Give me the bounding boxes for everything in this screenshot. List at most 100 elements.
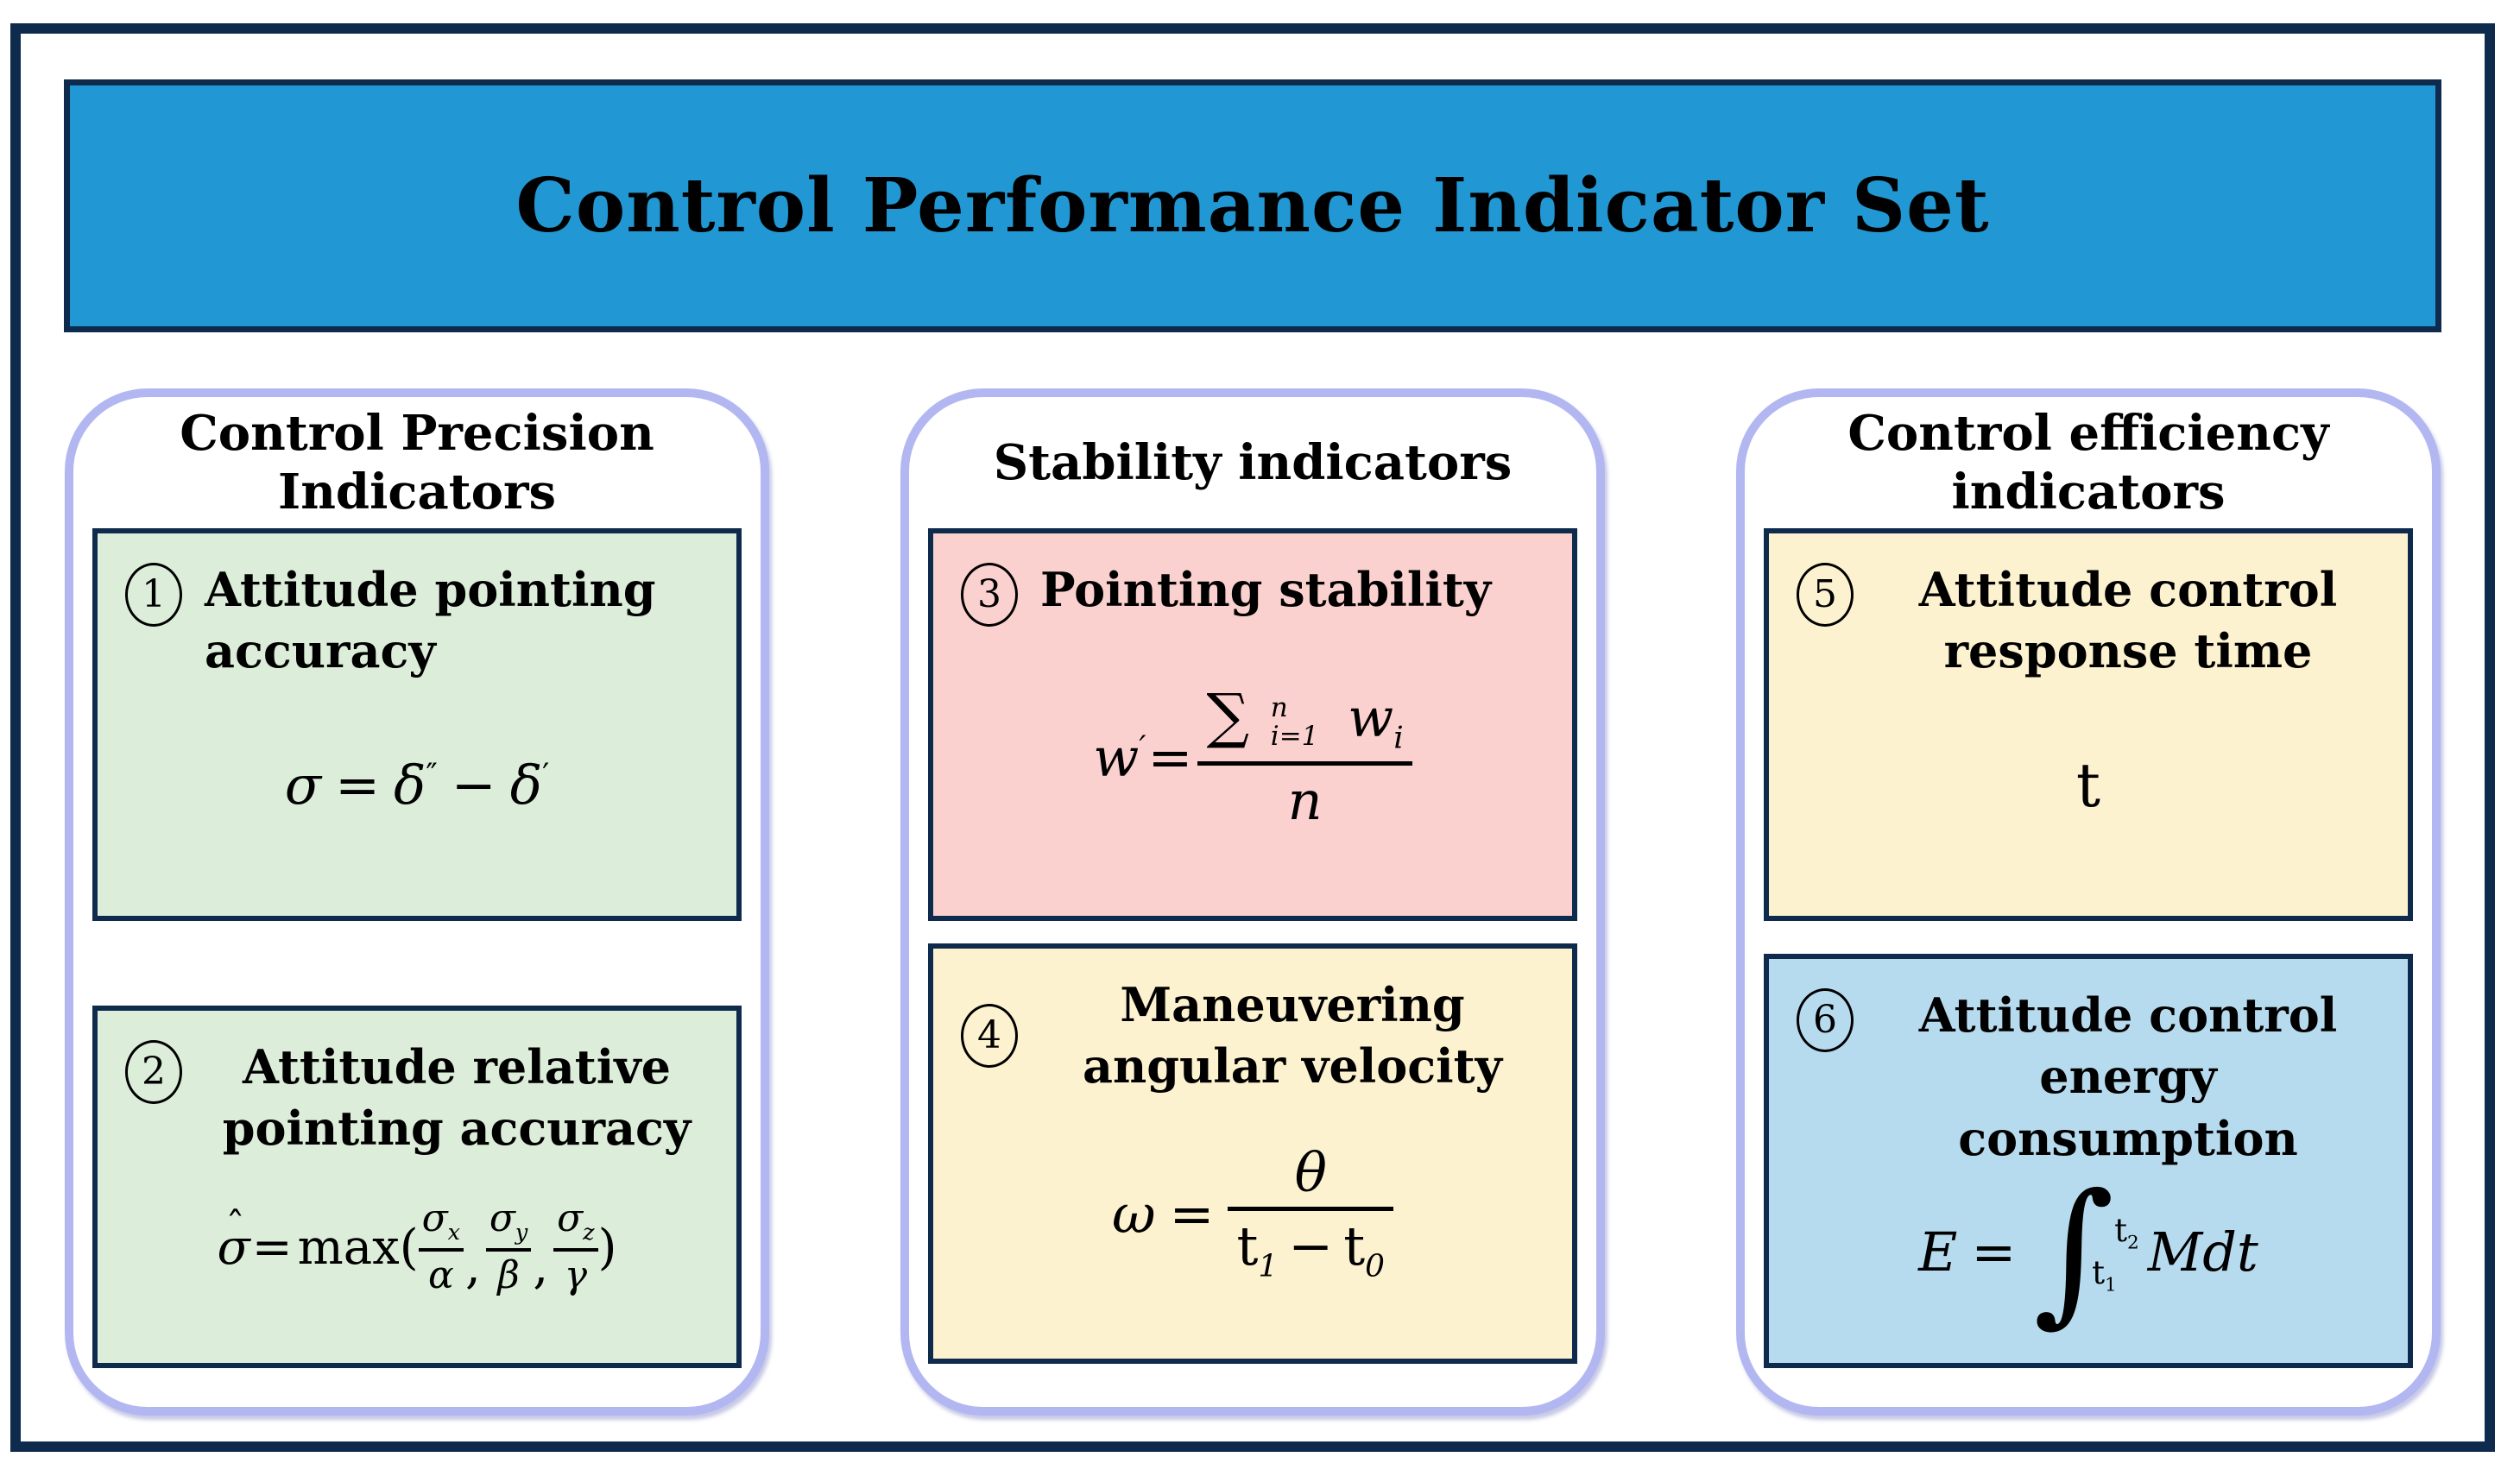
box-head: 4 Maneuvering angular velocity — [961, 975, 1544, 1098]
formula-term: = — [251, 1219, 293, 1276]
box-attitude-pointing-accuracy: 1 Attitude pointing accuracy σ = δ″ − δ′ — [92, 528, 742, 921]
formula-term: γ — [553, 1248, 598, 1295]
formula-term: t — [2092, 1252, 2106, 1291]
formula-term: ) — [597, 1219, 617, 1276]
box-maneuvering-angular-velocity: 4 Maneuvering angular velocity ω = θ t1−… — [928, 943, 1577, 1364]
column-control-precision: Control Precision Indicators 1 Attitude … — [65, 388, 769, 1416]
formula-term: 2 — [2127, 1231, 2139, 1253]
formula-term: 1 — [2105, 1274, 2117, 1296]
badge-digit: 5 — [1813, 571, 1837, 616]
formula-term: ′ — [1139, 729, 1146, 766]
formula-row: σ = δ″ − δ′ — [125, 683, 709, 897]
formula-term: w′ — [1093, 726, 1146, 789]
badge-digit: 1 — [142, 571, 166, 616]
formula-term: = — [1971, 1221, 2017, 1284]
item-label: Pointing stability — [1040, 562, 1492, 617]
formula-term: σ — [489, 1196, 515, 1241]
formula-row: t — [1797, 683, 2380, 897]
formula-term: − — [1288, 1214, 1334, 1278]
formula-term: ω — [1111, 1183, 1156, 1246]
formula-term: t1−t0 — [1228, 1207, 1394, 1284]
item-label: Maneuvering angular velocity — [1083, 977, 1502, 1094]
formula-maneuvering-angular-velocity: ω = θ t1−t0 — [1111, 1141, 1394, 1284]
column-header-stability: Stability indicators — [993, 433, 1513, 491]
formula-term: − — [451, 754, 496, 817]
formula-term: t — [2114, 1210, 2128, 1249]
formula-term: w — [1093, 726, 1140, 789]
formula-term: t — [1236, 1214, 1259, 1278]
formula-term: δ — [509, 754, 543, 817]
item-label: Attitude control energy consumption — [1918, 987, 2338, 1166]
item-label: Attitude pointing accuracy — [205, 562, 656, 679]
formula-term: n — [1197, 760, 1412, 828]
indicator-columns: Control Precision Indicators 1 Attitude … — [21, 388, 2485, 1416]
formula-term: 1 — [1258, 1248, 1279, 1284]
formula-fraction: σy β — [485, 1200, 532, 1295]
formula-term: σx — [419, 1200, 464, 1248]
item-number-badge-6: 6 — [1797, 988, 1854, 1052]
formula-term: δ″ — [394, 754, 438, 817]
box-attitude-control-energy-consumption: 6 Attitude control energy consumption E … — [1764, 954, 2413, 1368]
sum-symbol: ∑ — [1206, 682, 1250, 752]
formula-term: = — [1169, 1183, 1215, 1246]
badge-digit: 2 — [142, 1049, 166, 1094]
formula-term: t — [1343, 1214, 1366, 1278]
formula-term: ″ — [426, 757, 438, 793]
column-header-control-efficiency: Control efficiency indicators — [1847, 404, 2329, 520]
item-number-badge-5: 5 — [1797, 563, 1854, 627]
formula-term: n — [1270, 691, 1288, 723]
formula-term: i — [1393, 720, 1404, 756]
formula-energy-consumption: E = ∫ t2 t1 Mdt — [1918, 1161, 2258, 1342]
formula-term: max( — [297, 1219, 419, 1276]
formula-term: δ — [394, 754, 426, 817]
formula-term: t2 — [2114, 1211, 2139, 1253]
formula-term: σz — [553, 1200, 598, 1248]
formula-term: ˆ — [225, 1202, 245, 1249]
column-header-control-precision: Control Precision Indicators — [180, 404, 654, 520]
item-number-badge-4: 4 — [961, 1004, 1018, 1069]
item-number-badge-2: 2 — [125, 1040, 182, 1104]
formula-term: β — [485, 1248, 532, 1295]
outer-frame: Control Performance Indicator Set Contro… — [10, 23, 2495, 1452]
formula-term: wi — [1348, 691, 1404, 754]
item-label: Attitude control response time — [1918, 562, 2338, 679]
formula-term: , — [533, 1239, 549, 1296]
formula-fraction: σx α — [418, 1200, 464, 1295]
item-number-badge-1: 1 — [125, 563, 182, 627]
formula-term: θ — [1294, 1141, 1327, 1205]
formula-term: x — [447, 1219, 461, 1246]
title-banner: Control Performance Indicator Set — [64, 79, 2441, 332]
column-stability: Stability indicators 3 Pointing stabilit… — [900, 388, 1605, 1416]
formula-term: t1 — [2092, 1253, 2139, 1296]
formula-term: y — [515, 1219, 528, 1246]
box-head: 2 Attitude relative pointing accuracy — [125, 1037, 709, 1160]
formula-term: = — [1147, 726, 1193, 789]
formula-term: E — [1918, 1221, 1958, 1284]
formula-term: Mdt — [2147, 1221, 2258, 1284]
formula-fraction: σz γ — [553, 1200, 598, 1295]
formula-term: σ — [557, 1196, 584, 1241]
badge-digit: 6 — [1813, 997, 1837, 1042]
formula-term: ′ — [542, 757, 550, 793]
formula-term: 0 — [1365, 1248, 1386, 1284]
formula-term: i=1 — [1270, 721, 1319, 753]
formula-term: δ′ — [510, 754, 550, 817]
formula-term: σ — [217, 1219, 250, 1276]
formula-term: z — [583, 1219, 595, 1246]
formula-term: σ — [421, 1196, 448, 1241]
item-number-badge-3: 3 — [961, 563, 1018, 627]
column-control-efficiency: Control efficiency indicators 5 Attitude… — [1736, 388, 2441, 1416]
formula-term: = — [335, 754, 381, 817]
formula-row: ω = θ t1−t0 — [961, 1098, 1544, 1340]
item-label: Attitude relative pointing accuracy — [222, 1039, 692, 1157]
integral-symbol: ∫ — [2033, 1161, 2115, 1342]
formula-term: σ — [284, 754, 322, 817]
